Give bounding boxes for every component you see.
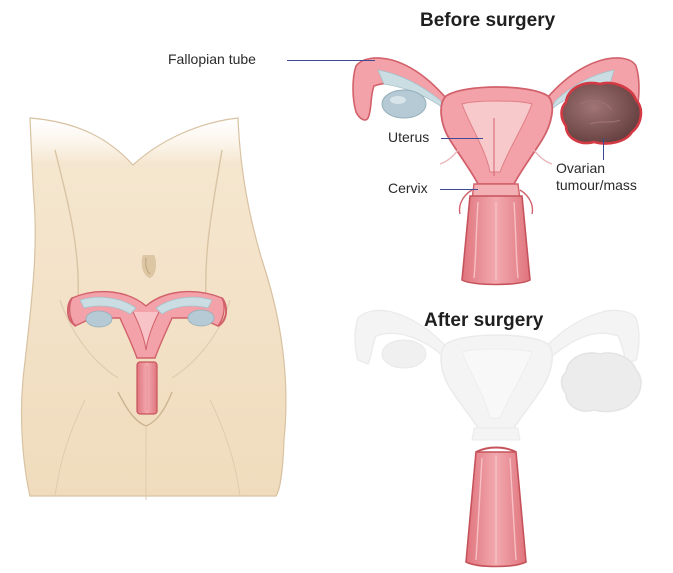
before-surgery-heading: Before surgery — [420, 10, 555, 32]
ovarian-label-line1: Ovarian — [556, 160, 637, 177]
ovarian-tumour-label: Ovarian tumour/mass — [556, 160, 637, 194]
cervix-label: Cervix — [388, 180, 428, 197]
cervix-leader — [440, 189, 478, 190]
fallopian-tube-label: Fallopian tube — [168, 51, 256, 68]
ovarian-label-line2: tumour/mass — [556, 177, 637, 194]
ovarian-tumour-leader — [603, 138, 604, 160]
uterus-leader — [441, 138, 483, 139]
fallopian-tube-leader — [287, 60, 375, 61]
vagina-remaining — [466, 448, 526, 567]
uterus-label: Uterus — [388, 129, 429, 146]
after-surgery-heading: After surgery — [424, 310, 543, 332]
